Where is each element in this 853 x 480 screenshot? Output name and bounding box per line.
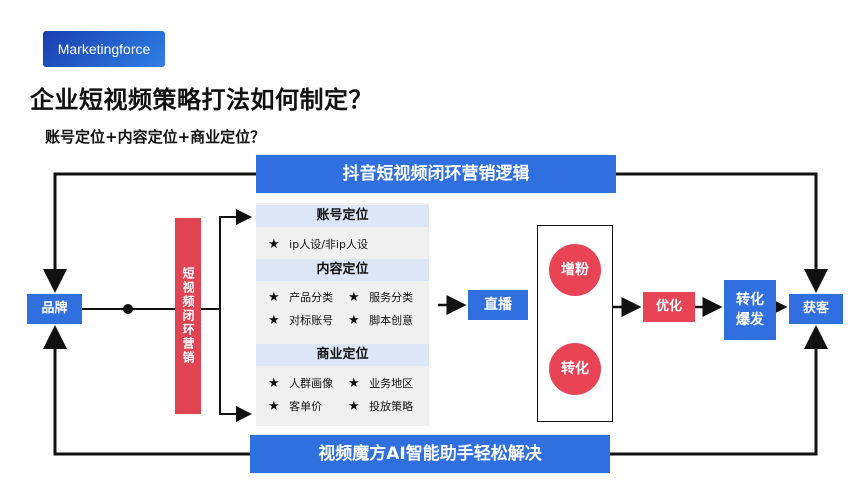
loop-label-text: 短视频闭环营销 xyxy=(181,267,195,365)
account-item-label: ip人设/非ip人设 xyxy=(289,238,368,251)
page-title: 企业短视频策略打法如何制定？ xyxy=(30,86,373,114)
page-subtitle: 账号定位+内容定位+商业定位？ xyxy=(45,128,266,146)
business-item-label: 业务地区 xyxy=(369,377,414,390)
positioning-panel: 账号定位 ★ ip人设/非ip人设 内容定位 ★ 产品分类 ★ 服务分类 ★ 对… xyxy=(256,203,429,426)
content-item: ★ 服务分类 xyxy=(348,289,413,305)
convert-burst-line2: 爆发 xyxy=(736,312,764,328)
top-left-loop-line xyxy=(43,172,256,293)
content-item-label: 脚本创意 xyxy=(369,314,414,327)
bracket-top xyxy=(219,209,252,309)
business-item: ★ 业务地区 xyxy=(348,375,413,391)
convert-burst-line1: 转化 xyxy=(736,292,764,308)
brand-node: 品牌 xyxy=(27,294,82,324)
business-item: ★ 人群画像 xyxy=(268,375,333,391)
star-icon: ★ xyxy=(348,290,360,305)
business-header: 商业定位 xyxy=(256,344,429,366)
star-icon: ★ xyxy=(348,376,360,391)
star-icon: ★ xyxy=(268,313,280,328)
star-icon: ★ xyxy=(348,313,360,328)
top-right-loop-line xyxy=(616,172,828,293)
acquire-node: 获客 xyxy=(789,294,843,324)
live-node: 直播 xyxy=(468,290,528,320)
conversion-circle: 转化 xyxy=(549,343,601,395)
star-icon: ★ xyxy=(268,237,280,252)
business-item: ★ 投放策略 xyxy=(348,398,413,414)
star-icon: ★ xyxy=(268,290,280,305)
top-banner: 抖音短视频闭环营销逻辑 xyxy=(256,155,616,193)
account-item: ★ ip人设/非ip人设 xyxy=(268,236,368,252)
star-icon: ★ xyxy=(268,399,280,414)
star-icon: ★ xyxy=(268,376,280,391)
loop-vertical-label: 短视频闭环营销 xyxy=(175,218,201,414)
grow-fans-circle: 增粉 xyxy=(549,244,601,296)
account-header: 账号定位 xyxy=(256,205,429,227)
business-item-label: 人群画像 xyxy=(289,377,334,390)
junction-dot xyxy=(123,304,133,314)
bottom-left-loop-line xyxy=(43,325,250,456)
optimize-node: 优化 xyxy=(643,292,695,322)
content-item-label: 服务分类 xyxy=(369,291,414,304)
bottom-right-loop-line xyxy=(610,325,828,456)
business-item-label: 投放策略 xyxy=(369,400,414,413)
content-item: ★ 对标账号 xyxy=(268,312,333,328)
business-item: ★ 客单价 xyxy=(268,398,322,414)
content-item: ★ 产品分类 xyxy=(268,289,333,305)
content-item-label: 对标账号 xyxy=(289,314,334,327)
bottom-banner: 视频魔方AI智能助手轻松解决 xyxy=(250,435,610,473)
logo-text: Marketingforce xyxy=(57,41,151,57)
business-item-label: 客单价 xyxy=(289,400,323,413)
brand-logo: Marketingforce xyxy=(43,31,165,67)
content-header: 内容定位 xyxy=(256,259,429,281)
outcome-box: 增粉 转化 xyxy=(537,225,613,422)
star-icon: ★ xyxy=(348,399,360,414)
content-item: ★ 脚本创意 xyxy=(348,312,413,328)
convert-burst-node: 转化 爆发 xyxy=(724,280,776,340)
content-item-label: 产品分类 xyxy=(289,291,334,304)
bracket-bottom xyxy=(219,309,252,422)
